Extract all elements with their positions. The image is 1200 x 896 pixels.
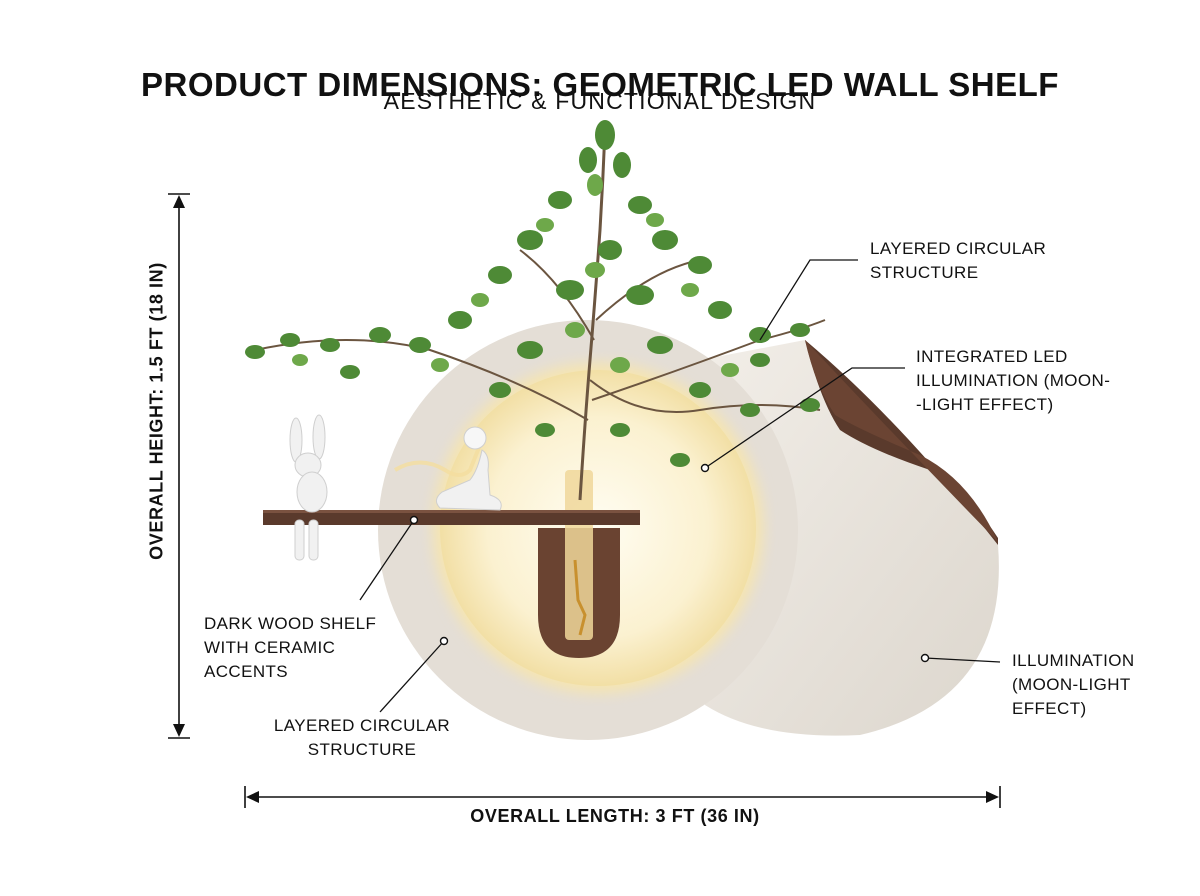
callout-leader-lines [359,259,1001,713]
length-dimension-line [244,786,1001,808]
callout-layered-structure-bottom: LAYERED CIRCULAR STRUCTURE [262,714,462,762]
callout-line: ACCENTS [204,662,289,681]
height-dimension-line [168,193,190,739]
callout-anchor-dots [409,463,930,663]
height-dimension-label: OVERALL HEIGHT: 1.5 FT (18 IN) [146,262,167,560]
callout-line: INTEGRATED LED [916,347,1068,366]
callout-line: (MOON-LIGHT [1012,675,1131,694]
ceramic-rabbit-figurine [289,414,328,561]
page-title: PRODUCT DIMENSIONS: GEOMETRIC LED WALL S… [141,66,1059,104]
callout-integrated-led: INTEGRATED LED ILLUMINATION (MOON- -LIGH… [916,345,1110,417]
callout-line: LAYERED CIRCULAR [273,716,451,735]
callout-line: STRUCTURE [307,740,417,759]
callout-line: -LIGHT EFFECT) [916,395,1054,414]
callout-line: ILLUMINATION [1012,651,1135,670]
callout-line: ILLUMINATION (MOON- [916,371,1111,390]
callout-layered-structure-top: LAYERED CIRCULAR STRUCTURE [870,237,1046,285]
callout-line: STRUCTURE [870,263,979,282]
callout-line: WITH CERAMIC [204,638,336,657]
page-subtitle: AESTHETIC & FUNCTIONAL DESIGN [383,88,817,114]
ceramic-deer-figurine [436,426,502,511]
callout-line: DARK WOOD SHELF [204,614,377,633]
callout-line: EFFECT) [1012,699,1087,718]
callout-wood-shelf: DARK WOOD SHELF WITH CERAMIC ACCENTS [204,612,376,684]
length-dimension-label: OVERALL LENGTH: 3 FT (36 IN) [470,806,760,826]
callout-line: LAYERED CIRCULAR [870,239,1047,258]
wood-shelf [263,510,640,525]
callout-illumination: ILLUMINATION (MOON-LIGHT EFFECT) [1012,649,1135,721]
plant-foliage [245,120,826,501]
